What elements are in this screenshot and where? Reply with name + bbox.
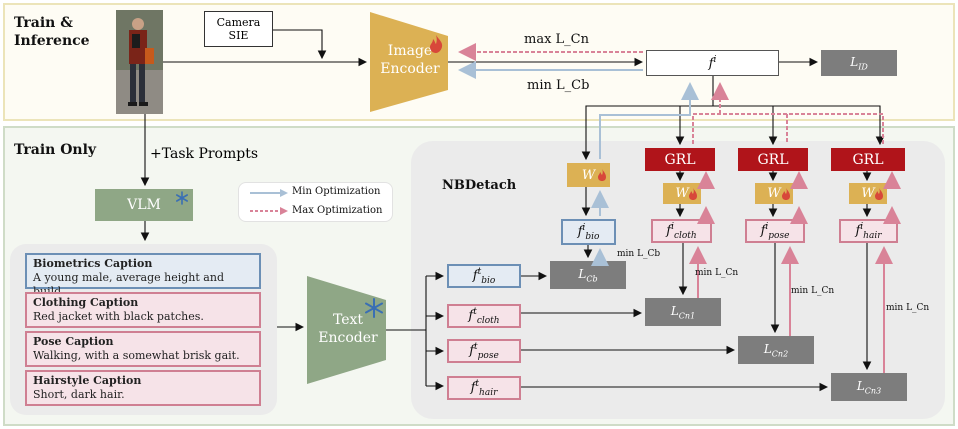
min-cn-pose-label: min L_Cn bbox=[791, 286, 835, 296]
hairstyle-caption: Hairstyle Caption Short, dark hair. bbox=[25, 370, 261, 406]
fi-bio-box: fibio bbox=[561, 219, 616, 245]
min-cb-label: min L_Cb bbox=[527, 78, 590, 93]
ft-cloth-box: ftcloth bbox=[447, 304, 521, 328]
flame-icon bbox=[874, 185, 884, 200]
ft-pose-box: ftpose bbox=[447, 339, 521, 363]
loss-id-box: LID bbox=[821, 50, 897, 76]
snowflake-icon bbox=[175, 190, 189, 205]
fi-label: fi bbox=[708, 54, 717, 72]
sie-label: SIE bbox=[228, 29, 249, 42]
ft-hair-box: fthair bbox=[447, 376, 521, 400]
image-encoder-shape bbox=[370, 12, 448, 112]
legend-min-label: Min Optimization bbox=[292, 186, 381, 197]
task-prompts-label: +Task Prompts bbox=[150, 146, 259, 162]
grl-cloth: GRL bbox=[645, 148, 715, 171]
max-cn-label: max L_Cn bbox=[524, 32, 589, 47]
loss-cn2-box: LCn2 bbox=[738, 336, 814, 364]
text-encoder-label: Text Encoder bbox=[318, 312, 378, 346]
nbdetach-title: NBDetach bbox=[442, 178, 517, 193]
person-figure bbox=[116, 10, 163, 114]
train-inference-title: Train & Inference bbox=[14, 15, 90, 49]
min-cn-cloth-label: min L_Cn bbox=[695, 268, 739, 278]
loss-cn1-box: LCn1 bbox=[645, 298, 721, 326]
clothing-caption: Clothing Caption Red jacket with black p… bbox=[25, 292, 261, 328]
camera-label: Camera bbox=[216, 16, 261, 29]
train-only-title: Train Only bbox=[14, 142, 97, 158]
loss-cn3-box: LCn3 bbox=[831, 373, 907, 401]
image-encoder-label: Image Encoder bbox=[380, 43, 440, 77]
flame-icon bbox=[688, 185, 698, 200]
fi-box: fi bbox=[646, 50, 779, 76]
camera-sie-box: Camera SIE bbox=[204, 11, 273, 47]
snowflake-icon bbox=[364, 298, 384, 318]
biometrics-caption: Biometrics Caption A young male, average… bbox=[25, 253, 261, 298]
pose-caption: Pose Caption Walking, with a somewhat br… bbox=[25, 331, 261, 367]
min-cn-hair-label: min L_Cn bbox=[886, 303, 930, 313]
grl-pose: GRL bbox=[738, 148, 808, 171]
flame-icon bbox=[597, 166, 607, 181]
flame-icon bbox=[428, 34, 444, 54]
min-cb-small-label: min L_Cb bbox=[617, 249, 661, 259]
flame-icon bbox=[781, 185, 791, 200]
grl-hair: GRL bbox=[831, 148, 905, 171]
loss-cb-box: LCb bbox=[550, 261, 626, 289]
ft-bio-box: ftbio bbox=[447, 264, 521, 288]
legend-max-label: Max Optimization bbox=[292, 205, 383, 216]
legend-box bbox=[238, 182, 393, 222]
person-image bbox=[116, 10, 163, 114]
